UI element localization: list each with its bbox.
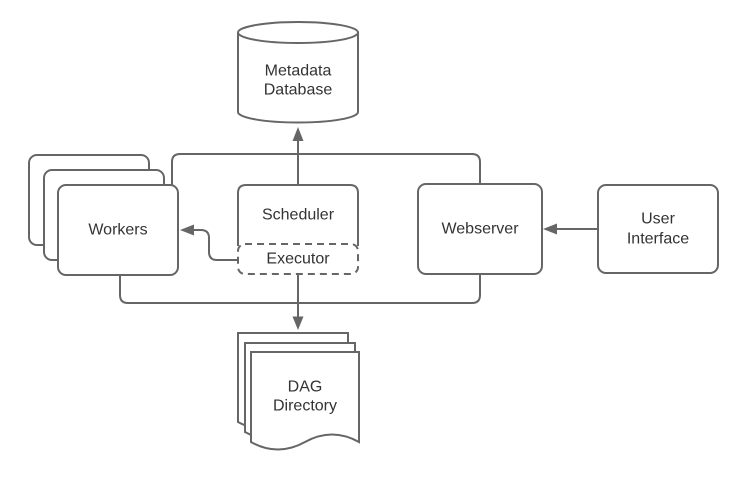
user-interface-node: User Interface <box>597 184 719 274</box>
cylinder-top <box>237 21 359 44</box>
scheduler-label: Scheduler <box>262 207 335 224</box>
webserver-box <box>417 183 543 275</box>
scheduler-box <box>237 184 359 246</box>
dag-directory-node: DAG Directory <box>237 332 360 451</box>
arrowhead-left-to-webserver <box>543 223 557 235</box>
user-interface-label-line1: User <box>641 211 675 228</box>
executor-label: Executor <box>266 251 330 268</box>
arrowhead-up-to-database <box>292 127 304 141</box>
arrowheads <box>180 127 557 330</box>
metadata-database-label-line2: Database <box>264 82 333 99</box>
dag-document-front <box>250 351 360 451</box>
workers-label: Workers <box>88 222 147 239</box>
user-interface-box <box>597 184 719 274</box>
arrowhead-down-to-dag-directory <box>292 316 304 330</box>
webserver-label: Webserver <box>441 221 519 238</box>
metadata-database-label-line1: Metadata <box>265 63 332 80</box>
webserver-node: Webserver <box>417 183 543 275</box>
dag-directory-label-line1: DAG <box>288 379 323 396</box>
dag-directory-label-line2: Directory <box>273 398 337 415</box>
edge-executor-to-workers <box>194 229 238 261</box>
edge-top-bus <box>171 153 481 185</box>
edge-bottom-bus <box>119 274 481 304</box>
cylinder-body <box>237 32 359 124</box>
workers-card-front <box>57 184 179 276</box>
workers-node: Workers <box>28 154 179 276</box>
user-interface-label-line2: Interface <box>627 231 689 248</box>
edges <box>119 141 598 317</box>
executor-box <box>237 243 359 275</box>
scheduler-node: Scheduler Executor <box>237 184 359 275</box>
metadata-database-node: Metadata Database <box>237 21 359 124</box>
arrowhead-left-to-workers <box>180 224 194 236</box>
nodes: Metadata Database Workers Scheduler Exec… <box>28 21 719 451</box>
